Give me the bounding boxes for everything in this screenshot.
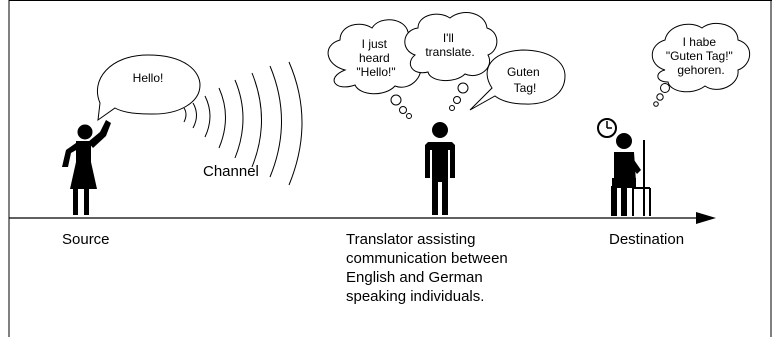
thought-bubble-habe: I habe "Guten Tag!" gehoren. [651, 22, 751, 107]
speech-bubble-hello: Hello! [97, 54, 201, 122]
source-label: Source [62, 231, 110, 248]
channel-label: Channel [203, 163, 259, 180]
thought-bubble-translate: I'll translate. [404, 12, 498, 111]
man-standing-icon [425, 122, 455, 215]
thought-bubble-heard: I just heard "Hello!" [327, 19, 426, 119]
timeline-arrow-icon [9, 212, 716, 224]
destination-label: Destination [609, 231, 684, 248]
svg-text:I habe "Guten Tag!": I habe "Guten Tag!" gehoren. [666, 35, 736, 77]
channel-waves-icon [183, 61, 303, 186]
clock-icon [597, 118, 617, 138]
svg-text:I'll translate.: I'll translate. [425, 31, 474, 59]
svg-text:Guten Tag!: Guten Tag! [507, 65, 543, 95]
speech-bubble-guten: Guten Tag! [469, 49, 566, 111]
bubble-text-hello: Hello! [133, 71, 164, 85]
woman-waving-icon [62, 120, 111, 215]
person-seated-icon [611, 133, 641, 216]
svg-text:I just heard "Hell: I just heard "Hello!" [356, 37, 395, 79]
translator-caption: Translator assisting communication betwe… [346, 231, 512, 305]
